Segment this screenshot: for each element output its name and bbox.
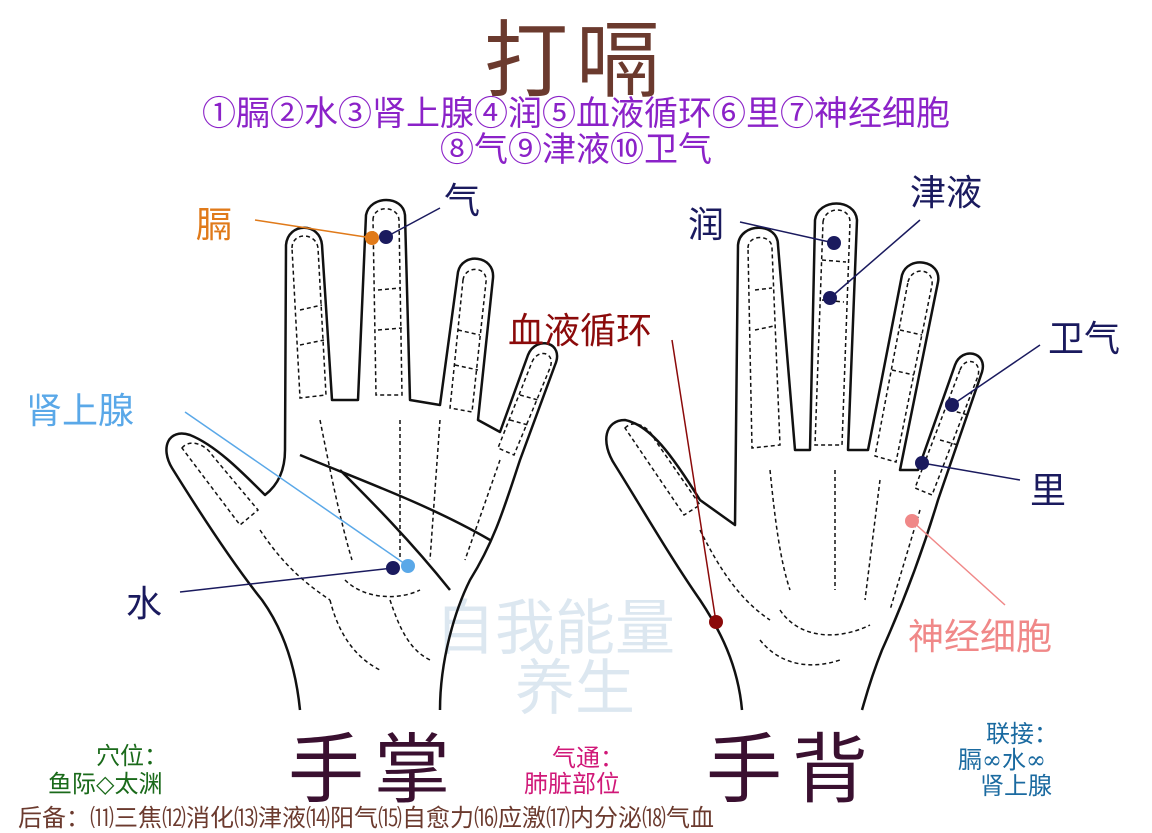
label-run: 润 [688,205,725,246]
point-shenshangxian [401,559,415,573]
qitong-label: 气通： [552,744,624,772]
back-finger-bones [624,209,980,666]
back-hand-outline [605,202,985,711]
points-list-line2: ⑧气⑨津液⑩卫气 [440,130,712,170]
point-li [915,456,929,470]
watermark-line2: 养生 [515,654,635,724]
qitong-value: 肺脏部位 [524,770,620,798]
palm-finger-bones [181,208,552,671]
point-qi [379,230,393,244]
point-ge [365,231,379,245]
watermark-line1: 自我能量 [435,594,675,664]
palm-lines [299,453,491,591]
label-shui: 水 [126,584,163,625]
back-title: 手背 [706,725,878,814]
point-weiqi [945,398,959,412]
point-run [827,236,841,250]
link-label: 联接： [986,720,1058,748]
palm-hand-outline [165,198,559,711]
label-xueye: 血液循环 [508,311,653,352]
label-li: 里 [1030,471,1067,512]
point-xueye [709,615,723,629]
label-shenjing: 神经细胞 [908,617,1053,658]
backup-list: 后备：⑾三焦⑿消化⒀津液⒁阳气⒂自愈力⒃应激⒄内分泌⒅气血 [18,804,714,832]
point-shenjing [905,514,919,528]
link-line1: 膈∞水∞ [958,746,1046,774]
label-weiqi: 卫气 [1048,319,1121,360]
label-qi: 气 [444,181,481,222]
label-shenshangxian: 肾上腺 [26,391,135,432]
label-jinye: 津液 [910,173,983,214]
point-jinye [823,291,837,305]
acupoint-label: 穴位： [96,742,168,770]
point-shui [386,561,400,575]
label-ge: 膈 [196,205,233,246]
palm-title: 手掌 [288,725,460,814]
acupoint-value: 鱼际◇太渊 [48,770,163,798]
link-line2: 肾上腺 [980,772,1052,800]
points-list-line1: ①膈②水③肾上腺④润⑤血液循环⑥里⑦神经细胞 [202,94,950,134]
page-title: 打嗝 [483,12,668,110]
